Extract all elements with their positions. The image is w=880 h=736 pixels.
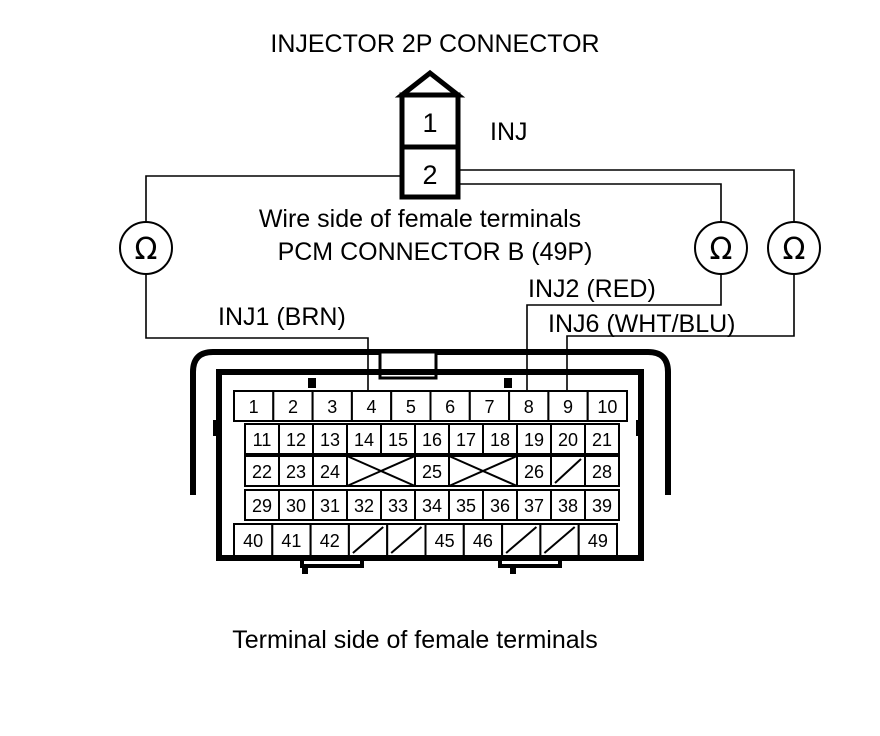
pin-number: 39 [592,496,612,516]
pin-number: 11 [253,430,272,450]
ohmmeter-left: Ω [119,221,173,275]
pin-cavity [272,390,314,422]
pin-cavity [586,390,629,422]
pin-number: 33 [388,496,408,516]
pin-number: 40 [243,531,263,551]
pin-number: 24 [320,462,340,482]
pin-number: 17 [456,430,476,450]
terminal-side-label: Terminal side of female terminals [232,626,597,654]
pin-cavity [346,489,382,521]
pin-number: 37 [524,496,544,516]
pin-number: 25 [422,462,442,482]
pin-cavity [547,390,589,422]
pin-cavity [312,423,348,455]
pin-number: 18 [490,430,510,450]
injector-pin-1: 1 [422,108,437,138]
pin-number: 41 [281,531,301,551]
ohm-icon: Ω [710,232,733,267]
pin-cavity [350,390,393,422]
pin-number: 32 [354,496,374,516]
pin-cavity [424,523,465,557]
pin-number: 49 [588,531,608,551]
pin-cavity [550,489,586,521]
pin-number: 38 [558,496,578,516]
pin-cavity [448,489,484,521]
pin-number: 10 [597,397,617,417]
pin-number: 31 [320,496,340,516]
pin-number: 16 [422,430,442,450]
pin-number: 6 [445,397,455,417]
pin-number: 30 [286,496,306,516]
diagram-title: INJECTOR 2P CONNECTOR [270,30,599,58]
pin-number: 22 [252,462,272,482]
pin-cavity [278,455,314,487]
pin-cavity [233,390,275,422]
pin-number: 15 [388,430,408,450]
wire-side-label: Wire side of female terminals [259,205,581,233]
pin-cavity [414,489,450,521]
pin-number: 26 [524,462,544,482]
pin-cavity [244,489,280,521]
pin-cavity [584,455,620,487]
pin-number: 8 [524,397,534,417]
pin-cavity [468,390,511,422]
pin-cavity [278,489,314,521]
pin-cavity [577,523,619,557]
pin-cavity [233,523,274,557]
pin-number: 13 [320,430,340,450]
injector-label: INJ [490,118,528,146]
probe-label-inj1: INJ1 (BRN) [218,303,346,331]
pin-number: 35 [456,496,476,516]
test-wires [145,169,795,390]
pin-number: 14 [354,430,374,450]
pin-cavity [508,390,550,422]
pin-cavity [584,423,620,455]
ohmmeter-right: Ω [767,221,821,275]
pin-number: 29 [252,496,272,516]
ohmmeter-middle: Ω [694,221,748,275]
pin-cavity [516,423,552,455]
pin-number: 20 [558,430,578,450]
pin-cavity [271,523,312,557]
pin-number: 46 [473,531,493,551]
ohm-icon: Ω [783,232,806,267]
pin-cavity [390,390,432,422]
pin-number: 5 [406,397,416,417]
pin-number: 45 [435,531,455,551]
injector-connector: 1 2 [394,69,466,200]
pin-cavity [312,455,348,487]
pin-cavity [429,390,471,422]
pin-number: 3 [327,397,337,417]
pcm-connector-label: PCM CONNECTOR B (49P) [278,238,593,266]
pin-cavity [380,489,416,521]
pin-number: 7 [484,397,494,417]
pin-number: 9 [563,397,573,417]
pin-number: 28 [592,462,612,482]
pin-number: 42 [320,531,340,551]
pin-number: 4 [367,397,377,417]
probe-label-inj2: INJ2 (RED) [528,275,656,303]
pin-number: 21 [592,430,612,450]
ohm-icon: Ω [135,232,158,267]
pin-cavity [482,489,518,521]
pin-cavity [244,455,280,487]
pin-cavity [312,489,348,521]
pin-number: 2 [288,397,298,417]
pin-number: 34 [422,496,442,516]
probe-label-inj6: INJ6 (WHT/BLU) [548,310,736,338]
pin-number: 1 [249,397,259,417]
pcm-connector-body [190,349,671,574]
pin-cavity [584,489,620,521]
pin-number: 36 [490,496,510,516]
pin-number: 12 [286,430,306,450]
pin-cavity [550,423,586,455]
injector-pin-2: 2 [422,160,437,190]
pin-number: 23 [286,462,306,482]
pin-number: 19 [524,430,544,450]
